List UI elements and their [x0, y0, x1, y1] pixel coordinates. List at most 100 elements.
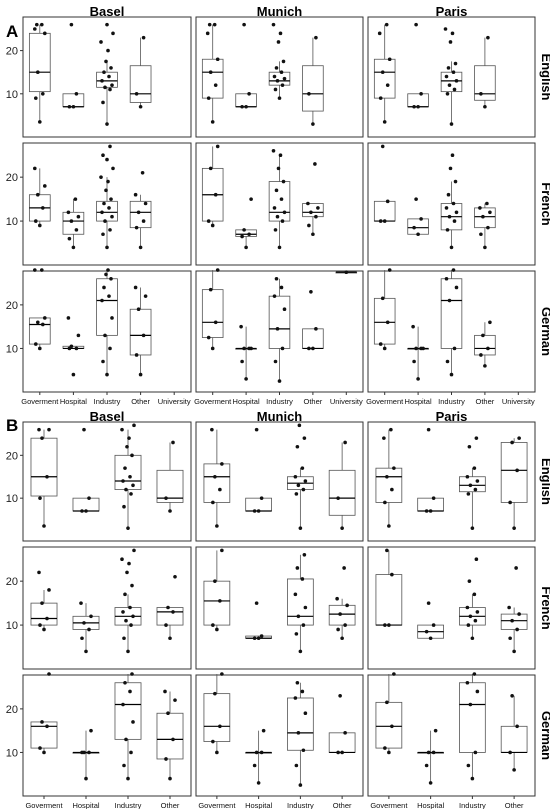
data-point	[478, 206, 482, 210]
data-point	[390, 487, 394, 492]
data-point	[211, 739, 215, 744]
data-point	[87, 496, 91, 500]
box-rect	[375, 701, 403, 749]
data-point	[47, 672, 51, 676]
data-point	[171, 440, 175, 445]
data-point	[254, 601, 259, 605]
data-point	[273, 228, 278, 232]
box-hospital	[407, 22, 429, 109]
data-point	[316, 206, 320, 210]
data-point	[298, 649, 303, 654]
box-other	[129, 170, 152, 250]
data-point	[134, 353, 139, 357]
data-point	[71, 245, 76, 250]
facet-B-english-munich	[195, 421, 364, 542]
data-point	[208, 287, 213, 292]
data-point	[470, 526, 475, 530]
box-rect	[235, 93, 257, 108]
row-title-A-0: English	[539, 54, 550, 101]
x-tick-label: Hospital	[60, 397, 87, 406]
y-tick-label: 10	[6, 747, 18, 759]
data-point	[110, 214, 114, 219]
data-point	[244, 104, 248, 109]
data-point	[428, 781, 433, 785]
data-point	[108, 346, 112, 351]
data-point	[259, 750, 264, 755]
data-point	[71, 104, 76, 109]
data-point	[82, 621, 86, 625]
data-point	[279, 70, 284, 74]
box-other	[129, 35, 152, 109]
data-point	[106, 179, 110, 184]
x-tick-label: Industry	[287, 801, 314, 809]
x-tick-label: Hospital	[405, 397, 432, 406]
data-point	[273, 359, 278, 364]
box-goverment	[375, 548, 403, 627]
data-point	[206, 219, 211, 223]
data-point	[296, 614, 301, 619]
box-industry	[440, 268, 463, 377]
data-point	[73, 197, 78, 201]
data-point	[512, 768, 516, 772]
data-point	[40, 720, 44, 724]
data-point	[105, 157, 109, 162]
data-point	[419, 217, 423, 221]
data-point	[122, 636, 126, 641]
data-point	[121, 610, 125, 614]
box-rect	[28, 32, 51, 93]
data-point	[166, 605, 170, 610]
data-point	[382, 219, 387, 223]
x-tick-label: Other	[161, 801, 180, 809]
data-point	[275, 327, 280, 331]
data-point	[34, 219, 38, 223]
panel-label-A: A	[6, 22, 18, 41]
data-point	[340, 750, 344, 755]
data-point	[380, 144, 385, 149]
data-point	[445, 92, 450, 96]
data-point	[41, 206, 45, 210]
box-industry	[268, 22, 291, 100]
data-point	[276, 40, 281, 44]
data-point	[426, 601, 431, 605]
box-other	[328, 566, 356, 641]
data-point	[71, 372, 76, 377]
data-point	[443, 27, 448, 31]
data-point	[205, 31, 210, 36]
data-point	[42, 750, 46, 755]
data-point	[466, 763, 471, 768]
box-industry	[114, 548, 142, 654]
box-rect	[62, 211, 85, 235]
data-point	[378, 96, 383, 100]
data-point	[206, 96, 211, 100]
data-point	[38, 346, 42, 351]
data-point	[84, 509, 88, 513]
row-title-B-0: English	[539, 458, 550, 505]
data-point	[108, 228, 112, 232]
data-point	[247, 92, 251, 96]
col-title-B-2: Paris	[436, 409, 468, 424]
data-point	[168, 509, 172, 513]
data-point	[466, 492, 471, 496]
data-point	[515, 627, 519, 632]
data-point	[380, 296, 385, 301]
row-title-B-1: French	[539, 586, 550, 629]
data-point	[450, 153, 455, 157]
data-point	[474, 436, 479, 440]
box-rect	[375, 574, 403, 626]
data-point	[101, 359, 105, 364]
box-hospital	[407, 197, 429, 237]
x-tick-label: Industry	[266, 397, 293, 406]
data-point	[143, 201, 148, 206]
data-point	[302, 436, 307, 440]
box-hospital	[235, 197, 257, 250]
box-rect	[500, 725, 528, 753]
x-tick-label: Hospital	[245, 801, 272, 809]
data-point	[141, 35, 146, 40]
data-point	[163, 689, 167, 694]
data-point	[215, 268, 220, 272]
data-point	[34, 342, 38, 346]
x-tick-label: Hospital	[233, 397, 260, 406]
data-point	[280, 346, 285, 351]
